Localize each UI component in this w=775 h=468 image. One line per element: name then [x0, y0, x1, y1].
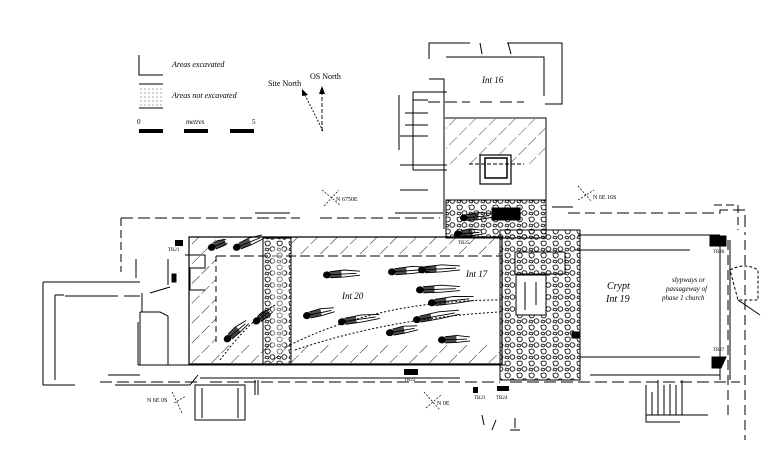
- burial: [302, 307, 335, 320]
- grid-point-1: N 6750E: [321, 189, 358, 207]
- burial: [252, 308, 273, 325]
- burial: [385, 325, 419, 337]
- scale-start: 0: [137, 118, 141, 126]
- trench-tag: TR22: [404, 378, 416, 383]
- site-north-arrow: [303, 92, 324, 132]
- trench-tag: TR28: [500, 212, 512, 217]
- grid-point-label: N 6750E: [336, 197, 358, 203]
- legend-swatch-unexcavated: [140, 88, 162, 106]
- grid-point-label: N 0E: [437, 401, 450, 407]
- crypt-int19: Crypt Int 19 slypways or passageway of p…: [575, 234, 761, 380]
- west-annex: [42, 254, 259, 421]
- burial: [437, 334, 471, 344]
- burial: [427, 295, 475, 307]
- north-arrows: Site North OS North: [268, 72, 341, 132]
- room-label-int16: Int 16: [481, 75, 504, 85]
- burial: [415, 284, 461, 294]
- trench-tag: TR25: [458, 241, 470, 246]
- burial: [412, 309, 460, 324]
- legend-swatch-excavated: [138, 55, 163, 76]
- burial: [322, 269, 361, 279]
- burial: [417, 264, 461, 274]
- trench-tag: TR26: [713, 250, 725, 255]
- grid-point-2: N 6E 16S: [577, 185, 616, 203]
- trench-tag: TR27: [713, 348, 725, 353]
- crypt-note-line3: phase 1 church: [661, 294, 705, 302]
- burial: [223, 320, 250, 343]
- trench-tag: TR21: [168, 248, 180, 253]
- crypt-note-line2: passageway of: [665, 285, 708, 293]
- site-north-label: Site North: [268, 79, 301, 88]
- burial: [207, 238, 228, 251]
- chancel-arch: [445, 199, 581, 381]
- scale-bar: 0 metres 5: [137, 118, 256, 133]
- burial: [232, 234, 264, 251]
- trench-tags: TR21 TR22 TR23 TR24 TR25 TR26 TR27 TR28: [168, 212, 725, 401]
- outer-boundary: [100, 204, 746, 440]
- burial: [337, 314, 380, 326]
- legend-label-unexcavated: Areas not excavated: [171, 91, 238, 100]
- scale-unit: metres: [186, 118, 205, 126]
- south-marks: [481, 414, 520, 431]
- grid-point-label: N 6E 0S: [147, 398, 167, 404]
- trench-tag: TR24: [496, 396, 508, 401]
- crypt-note-line1: slypways or: [672, 276, 706, 284]
- room-label-int20: Int 20: [341, 291, 364, 301]
- room-label-int17: Int 17: [465, 269, 488, 279]
- legend: Areas excavated Areas not excavated 0 me…: [137, 55, 256, 133]
- room-int16: Int 16: [398, 42, 563, 229]
- south-steps: [645, 380, 708, 423]
- legend-label-excavated: Areas excavated: [171, 60, 225, 69]
- room-label-crypt: Crypt: [607, 281, 630, 292]
- scale-end: 5: [252, 118, 256, 126]
- grid-point-4: N 6E 0S: [147, 391, 187, 414]
- trench-tag: TR23: [474, 396, 486, 401]
- os-north-label: OS North: [310, 72, 341, 81]
- grid-point-3: N 0E: [423, 391, 450, 411]
- room-label-int19: Int 19: [605, 294, 630, 305]
- grid-point-label: N 6E 16S: [593, 195, 616, 201]
